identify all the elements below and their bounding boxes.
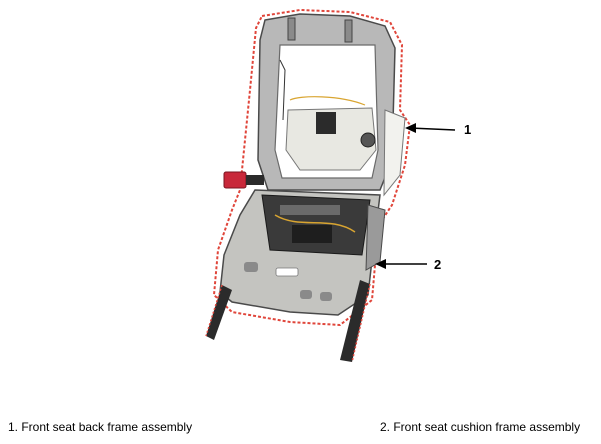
legend-item-cushion-frame: 2. Front seat cushion frame assembly (380, 420, 581, 434)
legend-item-back-frame: 1. Front seat back frame assembly (8, 420, 193, 434)
callout-2-number: 2 (434, 257, 441, 272)
seat-frame-illustration: 1 2 (205, 8, 471, 363)
seat-rails (205, 280, 371, 363)
assembly-outline (212, 8, 412, 327)
callout-2: 2 (375, 257, 441, 272)
callout-1-number: 1 (464, 122, 471, 137)
seat-back-frame (257, 13, 406, 197)
seat-belt-buckle (223, 171, 264, 189)
seat-cushion-frame (219, 189, 386, 316)
callout-1: 1 (405, 122, 471, 137)
